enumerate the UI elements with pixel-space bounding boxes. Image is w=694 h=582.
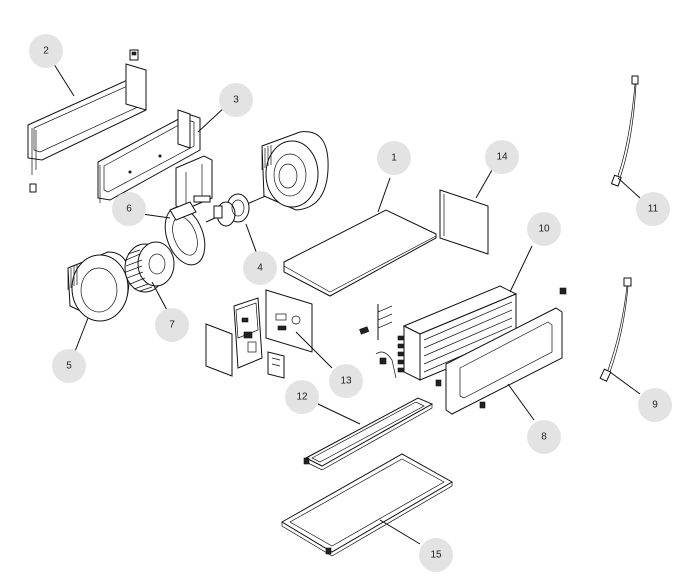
leader-1 [377,177,391,213]
leader-14 [475,169,493,199]
callout-9: 9 [638,388,672,422]
callout-11: 11 [636,192,670,226]
part-15-filter-frame [281,453,454,557]
callout-5-label: 5 [66,361,72,372]
callout-8-label: 8 [541,432,547,443]
part-13-side-panel [265,289,313,353]
leader-8 [507,383,535,421]
leader-lines [51,60,641,545]
callout-13: 13 [329,364,363,398]
leader-5 [73,317,89,355]
callout-11-label: 11 [648,204,659,215]
leader-2 [51,60,75,97]
leader-12 [317,403,361,425]
callout-10: 10 [527,212,561,246]
part-11-sensor-cable [610,75,639,187]
callout-14: 14 [485,140,519,174]
callout-12: 12 [285,380,319,414]
callout-15-label: 15 [430,550,442,561]
callout-2: 2 [29,34,63,68]
callout-1: 1 [377,141,411,175]
leader-13 [295,331,333,369]
callout-4-label: 4 [257,263,263,274]
callout-6-label: 6 [126,204,132,215]
part-6-inlet-ring [164,201,206,266]
electrical-box-cover [205,323,233,377]
leader-11 [617,177,641,199]
callout-7: 7 [155,308,189,342]
leader-9 [609,371,641,395]
part-9-sensor-cable [599,277,632,382]
coil-headers [359,304,397,379]
callout-4: 4 [243,251,277,285]
callout-10-label: 10 [538,224,550,235]
leader-10 [509,245,533,293]
part-7-impeller-wheel [124,241,175,293]
blower-housing-right [261,131,329,211]
callout-9-label: 9 [652,400,658,411]
callout-7-label: 7 [169,320,175,331]
leader-7 [151,281,169,313]
callout-3: 3 [219,83,253,117]
part-5-blower-housing-left [67,251,130,322]
callout-1-label: 1 [391,153,397,164]
callout-13-label: 13 [340,376,352,387]
callout-12-label: 12 [296,392,308,403]
callout-6: 6 [112,192,146,226]
callout-3-label: 3 [233,95,239,106]
part-12-drain-tray [303,397,434,471]
callout-5: 5 [52,349,86,383]
leader-15 [379,519,421,545]
callout-14-label: 14 [496,152,508,163]
callout-8: 8 [527,420,561,454]
part-8-outlet-frame [435,287,567,415]
part-2-rear-frame-panel [27,49,147,193]
leader-6 [141,213,171,219]
part-3-front-frame-panel [97,109,201,203]
motor-bracket [175,155,213,211]
part-4-fan-motor [205,193,271,227]
part-14-side-plate [439,189,489,255]
part-10-coil [397,285,518,381]
terminal-plate [267,351,285,379]
callout-15: 15 [419,538,453,572]
callout-2-label: 2 [43,46,49,57]
leader-3 [197,105,227,133]
electrical-control-box [233,297,263,369]
part-1-top-cover-plate [283,209,437,297]
